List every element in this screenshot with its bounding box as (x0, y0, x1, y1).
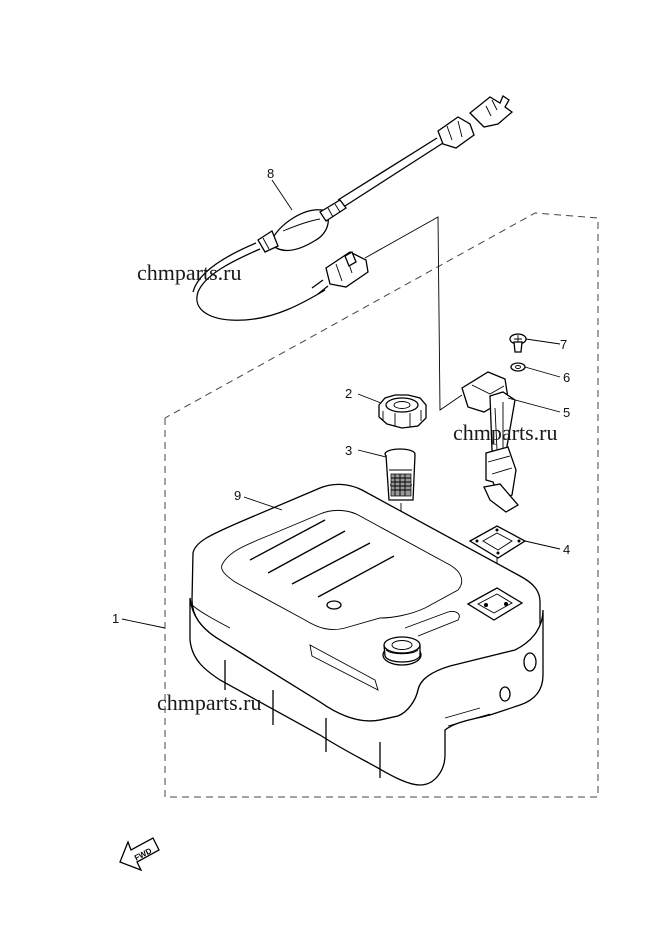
callout-1: 1 (112, 611, 119, 626)
callout-3: 3 (345, 443, 352, 458)
callout-8: 8 (267, 166, 274, 181)
assembly-boundary (164, 212, 599, 798)
callout-2: 2 (345, 386, 352, 401)
callout-5: 5 (563, 405, 570, 420)
washer-part (510, 362, 526, 372)
screw-part (509, 333, 527, 353)
fwd-arrow-icon: FWD (119, 837, 160, 872)
callout-6: 6 (563, 370, 570, 385)
callout-9: 9 (234, 488, 241, 503)
callout-7: 7 (560, 337, 567, 352)
fuel-hose-assembly (192, 95, 514, 321)
watermark-top: chmparts.ru (137, 260, 241, 285)
watermark-bottom: chmparts.ru (157, 690, 261, 715)
fuel-gauge-part (461, 371, 520, 513)
leader-lines (121, 179, 561, 629)
fuel-tank-part (189, 483, 544, 786)
strainer-part (384, 448, 416, 501)
callout-4: 4 (563, 542, 570, 557)
fuel-cap-part (378, 394, 427, 429)
watermark-right: chmparts.ru (453, 420, 557, 445)
